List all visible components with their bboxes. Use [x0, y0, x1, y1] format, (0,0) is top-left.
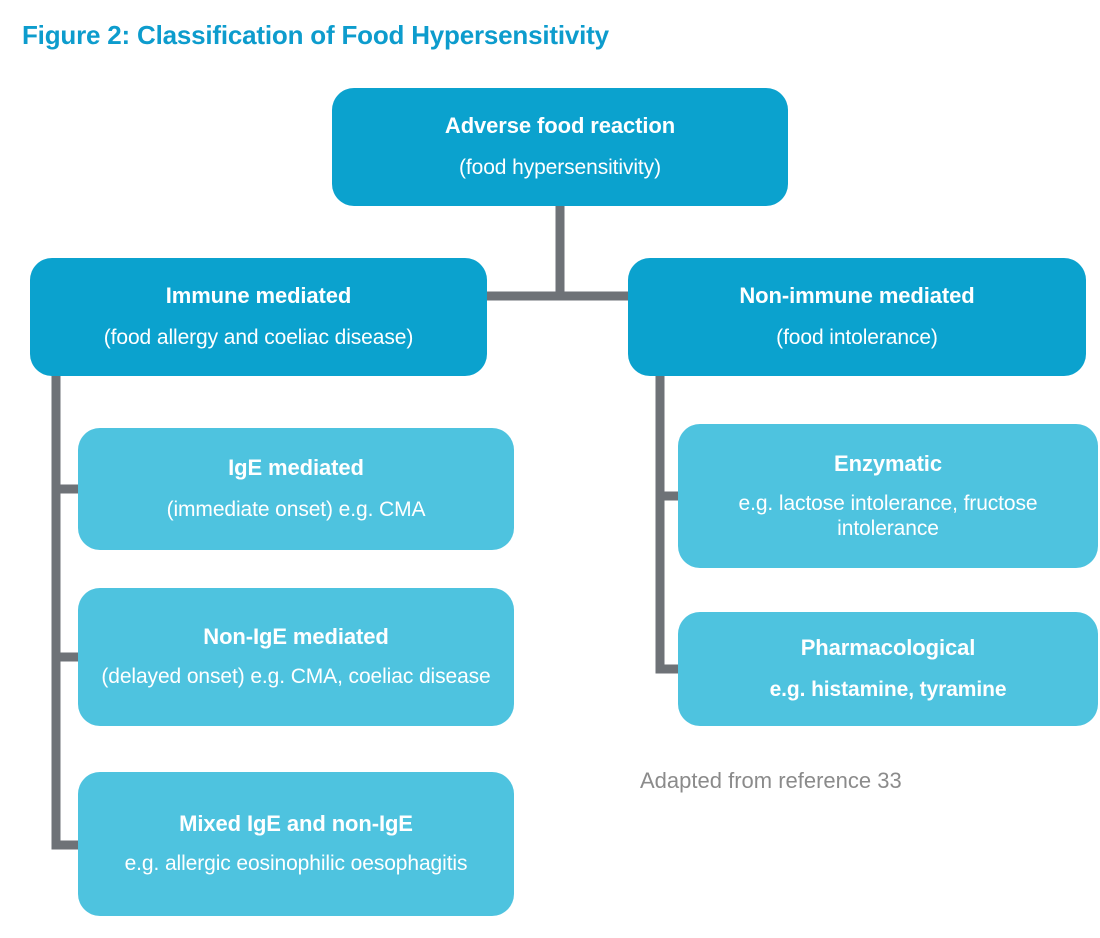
node-subtitle: (food allergy and coeliac disease) — [103, 326, 414, 350]
node-title: Immune mediated — [165, 283, 352, 309]
node-subtitle: (immediate onset) e.g. CMA — [166, 498, 426, 522]
node-subtitle: e.g. allergic eosinophilic oesophagitis — [124, 852, 468, 876]
node-title: IgE mediated — [228, 455, 364, 481]
node-ige-mediated[interactable]: IgE mediated (immediate onset) e.g. CMA — [78, 428, 514, 550]
node-non-ige-mediated[interactable]: Non-IgE mediated (delayed onset) e.g. CM… — [78, 588, 514, 726]
node-subtitle: (food hypersensitivity) — [459, 156, 661, 180]
node-enzymatic[interactable]: Enzymatic e.g. lactose intolerance, fruc… — [678, 424, 1098, 568]
node-immune-mediated[interactable]: Immune mediated (food allergy and coelia… — [30, 258, 487, 376]
node-subtitle: e.g. lactose intolerance, fructose intol… — [738, 491, 1038, 540]
node-title: Non-immune mediated — [739, 283, 975, 309]
node-subtitle: (food intolerance) — [776, 326, 938, 350]
node-title: Mixed IgE and non-IgE — [179, 811, 413, 837]
node-title: Enzymatic — [834, 450, 942, 476]
node-subtitle: e.g. histamine, tyramine — [769, 678, 1007, 702]
node-adverse-food-reaction[interactable]: Adverse food reaction (food hypersensiti… — [332, 88, 788, 206]
node-pharmacological[interactable]: Pharmacological e.g. histamine, tyramine — [678, 612, 1098, 726]
node-subtitle: (delayed onset) e.g. CMA, coeliac diseas… — [101, 665, 491, 689]
node-title: Pharmacological — [800, 635, 976, 661]
edge-left-bracket — [51, 368, 91, 850]
node-non-immune-mediated[interactable]: Non-immune mediated (food intolerance) — [628, 258, 1086, 376]
node-title: Non-IgE mediated — [203, 624, 389, 650]
node-mixed-ige-and-non-ige[interactable]: Mixed IgE and non-IgE e.g. allergic eosi… — [78, 772, 514, 916]
figure-title: Figure 2: Classification of Food Hyperse… — [22, 20, 609, 50]
source-caption: Adapted from reference 33 — [640, 768, 902, 793]
node-title: Adverse food reaction — [444, 113, 676, 139]
